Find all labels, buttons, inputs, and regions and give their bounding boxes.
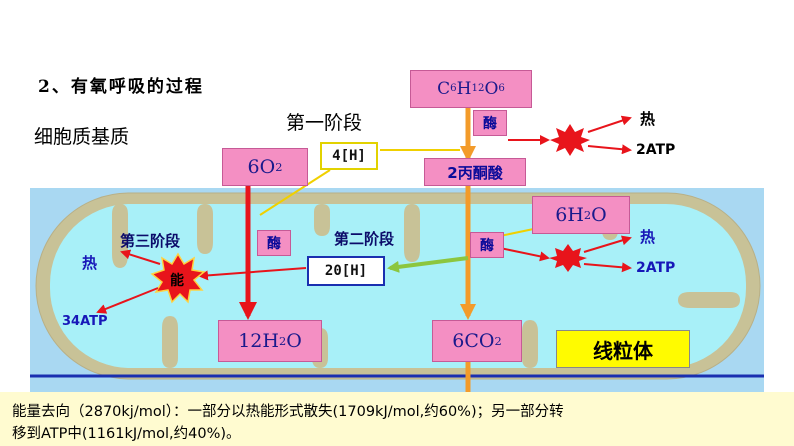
enzyme-box-stage3: 酶 [257, 230, 291, 256]
heat-label-stage2: 热 [640, 226, 655, 247]
atp-label-stage2: 2ATP [636, 260, 675, 276]
star1-heat-arrow [588, 118, 630, 132]
stage1-label: 第一阶段 [286, 108, 362, 135]
section-heading: 2、有氧呼吸的过程 [38, 72, 204, 97]
energy-label: 能 [170, 270, 184, 290]
energy-note: 能量去向（2870kj/mol）：一部分以热能形式散失(1709kJ/mol,约… [0, 392, 794, 446]
stage3-label: 第三阶段 [120, 230, 180, 251]
mitochondrion-label: 线粒体 [556, 330, 690, 368]
star1-atp-arrow [588, 146, 630, 150]
energy-star-stage1 [550, 124, 590, 156]
cytoplasm-label: 细胞质基质 [34, 122, 129, 149]
atp-label-stage3: 34ATP [62, 314, 108, 329]
h20-box: 20[H] [307, 256, 385, 286]
atp-label-stage1: 2ATP [636, 142, 675, 158]
energy-note-line1: 能量去向（2870kj/mol）：一部分以热能形式散失(1709kJ/mol,约… [12, 401, 784, 423]
heat-label-stage3: 热 [82, 252, 97, 273]
enzyme-box-stage1: 酶 [473, 110, 507, 136]
h4-box: 4[H] [320, 142, 378, 170]
enzyme-box-stage2: 酶 [470, 232, 504, 258]
heat-label-stage1: 热 [640, 108, 655, 129]
stage2-label: 第二阶段 [334, 228, 394, 249]
pyruvate-box: 2丙酮酸 [424, 158, 526, 186]
energy-note-line2: 移到ATP中(1161kJ/mol,约40%)。 [12, 423, 784, 445]
